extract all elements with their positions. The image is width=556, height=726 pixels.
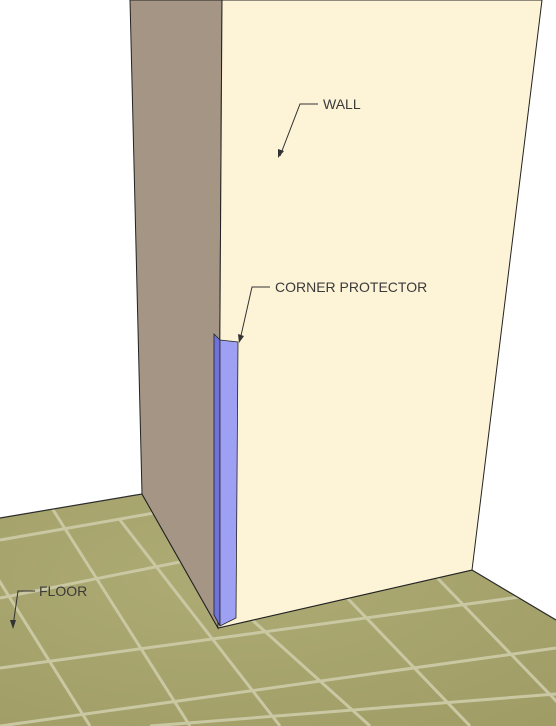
- grout-line: [0, 565, 92, 726]
- corner-protector-front-flange: [219, 339, 239, 627]
- floor-callout: FLOOR: [10, 583, 87, 629]
- grout-line: [228, 598, 372, 726]
- wall-callout: WALL: [278, 96, 361, 158]
- corner-protector-side-flange: [213, 333, 221, 627]
- grout-line: [48, 504, 192, 726]
- corner-protector-callout: CORNER PROTECTOR: [238, 279, 427, 343]
- wall-label: WALL: [323, 96, 361, 112]
- grout-line: [418, 558, 556, 707]
- floor-leader-line: [12, 590, 35, 627]
- floor: [0, 493, 556, 726]
- wall-front-face: [217, 0, 543, 629]
- grout-line: [0, 646, 556, 726]
- grout-line: [0, 510, 161, 542]
- corner-protector-leader-arrowhead: [238, 334, 244, 343]
- grout-line: [0, 560, 181, 600]
- grout-line: [149, 692, 556, 726]
- corner-protector-label: CORNER PROTECTOR: [275, 279, 427, 295]
- wall-leader-line: [279, 103, 318, 157]
- grout-line: [0, 590, 556, 670]
- corner-protector-leader-line: [239, 286, 270, 341]
- wall-leader-arrowhead: [278, 149, 284, 158]
- corner-protector: [213, 333, 239, 627]
- floor-label: FLOOR: [39, 583, 87, 599]
- floor-leader-arrowhead: [10, 620, 16, 629]
- floor-grout-lines: [0, 504, 556, 726]
